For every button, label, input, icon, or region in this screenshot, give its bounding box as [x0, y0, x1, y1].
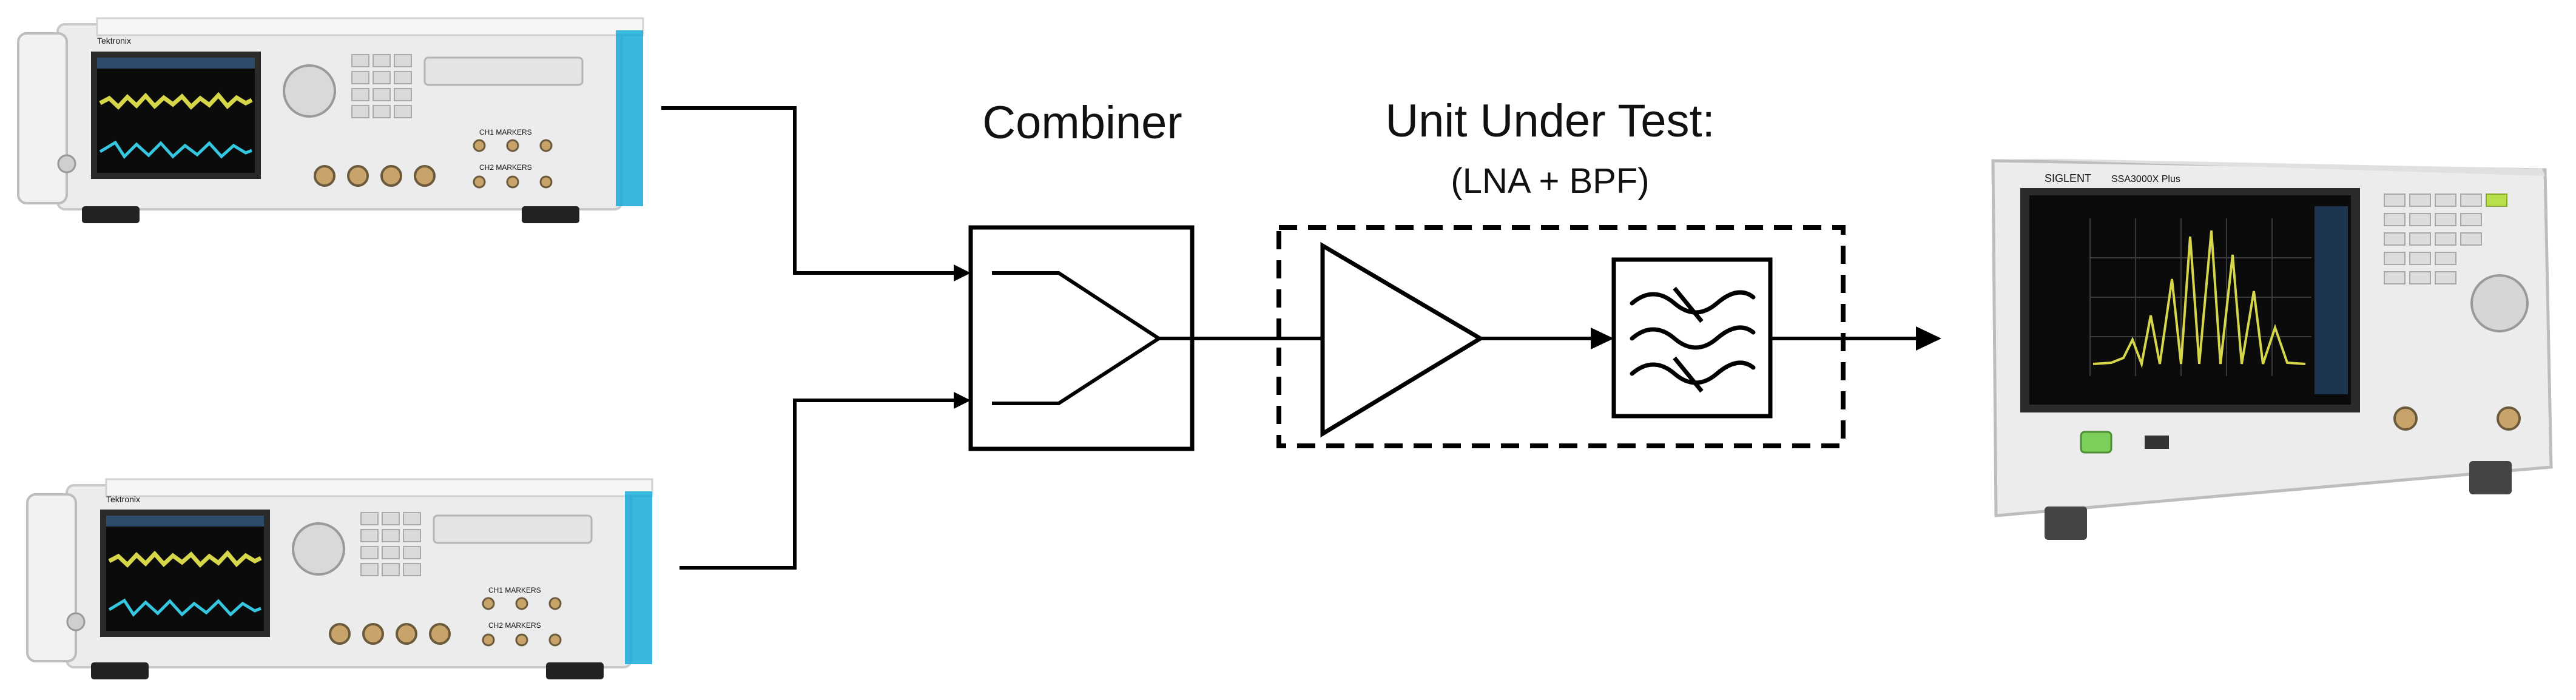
generator-1-brand: Tektronix — [97, 36, 131, 45]
wire-generator-1-to-combiner — [661, 106, 956, 275]
generator-1-storage-panel — [423, 56, 584, 86]
arrow-into-combiner-bottom — [954, 392, 971, 409]
generator-2-handle — [26, 493, 77, 662]
generator-2-marker-connectors — [482, 597, 562, 647]
unit-under-test: Unit Under Test: (LNA + BPF) — [1276, 95, 1846, 448]
signal-generator-2: Tektronix CH1 MARKERS CH2 MARKERS — [26, 478, 653, 679]
generator-1-section-a: CH1 MARKERS — [479, 128, 532, 136]
filter-box — [1611, 257, 1773, 419]
analyzer-accent-key — [2486, 194, 2507, 207]
analyzer-keypad — [2384, 194, 2482, 284]
generator-2-trace-yellow — [108, 550, 262, 568]
spectrum-analyzer: SIGLENT SSA3000X Plus — [1991, 159, 2553, 540]
analyzer-softkey-column — [2315, 206, 2348, 394]
generator-2-keypad — [360, 512, 421, 576]
analyzer-rotary-knob — [2470, 274, 2529, 332]
analyzer-foot-right — [2469, 461, 2512, 494]
uut-subtitle: (LNA + BPF) — [1451, 161, 1649, 201]
generator-2-brand: Tektronix — [106, 494, 140, 504]
bandpass-filter-icon — [1611, 257, 1773, 419]
generator-2-side-vents — [625, 491, 652, 664]
combiner-label: Combiner — [982, 97, 1182, 149]
arrow-into-combiner-top — [954, 264, 971, 281]
generator-1-trace-cyan — [99, 140, 252, 159]
generator-1-section-b: CH2 MARKERS — [479, 163, 532, 172]
generator-2-foot-right — [546, 662, 604, 679]
arrow-to-analyzer — [1916, 326, 1941, 351]
generator-2-output-connectors — [329, 623, 451, 645]
combiner-block: Combiner — [968, 97, 1195, 451]
amplifier-triangle-icon — [1320, 241, 1485, 438]
generator-1-power-knob — [57, 154, 76, 173]
generator-2-top-face — [105, 478, 653, 497]
analyzer-screen — [2029, 195, 2351, 405]
generator-2-storage-panel — [433, 514, 593, 544]
analyzer-tg-output-connector — [2497, 406, 2521, 431]
analyzer-usb-port — [2145, 436, 2169, 449]
generator-1-top-face — [96, 17, 644, 36]
generator-1-rotary-knob — [283, 64, 336, 118]
generator-1-screen-header — [97, 58, 255, 69]
combiner-icon — [992, 271, 1192, 405]
uut-dashed-boundary — [1276, 225, 1846, 448]
analyzer-top-face — [2008, 159, 2545, 176]
generator-1-side-vents — [616, 30, 643, 206]
generator-1-foot-left — [82, 206, 140, 223]
analyzer-spectrum-trace — [2092, 230, 2306, 369]
generator-2-trace-cyan — [108, 598, 261, 617]
generator-1-foot-right — [522, 206, 579, 223]
generator-1-keypad — [351, 54, 412, 118]
analyzer-brand: SIGLENT — [2045, 172, 2091, 184]
arrowheads — [954, 264, 1941, 409]
generator-1-trace-yellow — [99, 92, 253, 110]
generator-2-foot-left — [91, 662, 149, 679]
arrow-into-filter — [1591, 328, 1614, 349]
analyzer-model: SSA3000X Plus — [2111, 174, 2180, 184]
generator-2-power-knob — [66, 612, 86, 631]
signal-generator-1: Tektronix CH1 MARKERS CH2 MARKERS — [17, 17, 644, 223]
uut-title: Unit Under Test: — [1385, 95, 1715, 147]
generator-1-marker-connectors — [473, 139, 553, 189]
generator-1-handle — [17, 32, 68, 204]
generator-1-output-connectors — [314, 165, 436, 187]
generator-2-screen-header — [106, 516, 264, 527]
analyzer-power-button — [2080, 431, 2112, 454]
generator-2-section-b: CH2 MARKERS — [488, 621, 541, 630]
wire-generator-2-to-combiner — [679, 399, 956, 570]
generator-2-section-a: CH1 MARKERS — [488, 586, 541, 594]
generator-2-rotary-knob — [292, 522, 345, 576]
analyzer-foot-left — [2045, 506, 2087, 540]
analyzer-rf-input-connector — [2393, 406, 2418, 431]
